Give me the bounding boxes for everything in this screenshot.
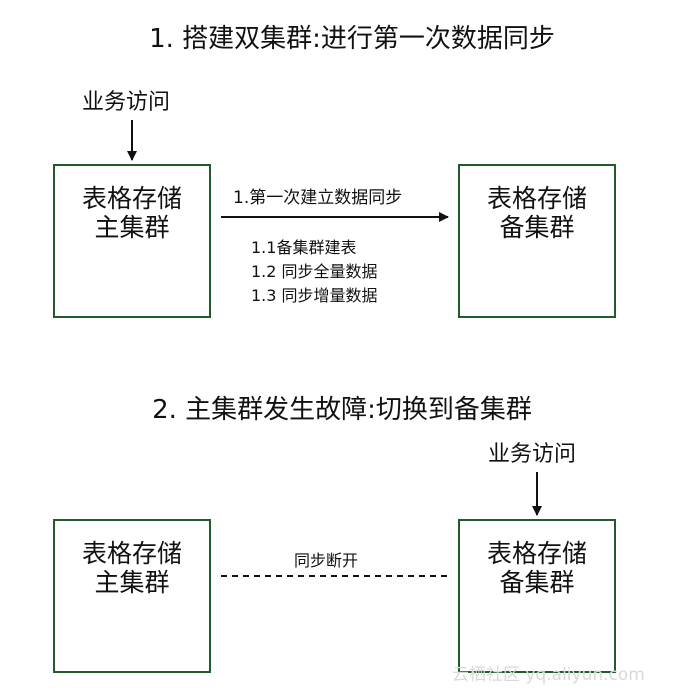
step-item: 1.1备集群建表 — [251, 238, 357, 257]
sync-broken-label: 同步断开 — [294, 551, 359, 570]
section1-title: 1. 搭建双集群:进行第一次数据同步 — [149, 24, 555, 54]
section1-primary-cluster-box: 表格存储 主集群 — [53, 164, 211, 318]
primary-box-line1: 表格存储 — [81, 539, 182, 568]
step-item: 1.2 同步全量数据 — [251, 262, 378, 281]
primary-box-line1: 表格存储 — [81, 184, 182, 213]
backup-box-line2: 备集群 — [499, 213, 575, 242]
primary-box-line2: 主集群 — [94, 213, 170, 242]
section1-backup-cluster-box: 表格存储 备集群 — [458, 164, 616, 318]
section2-access-label: 业务访问 — [488, 442, 577, 467]
backup-box-line2: 备集群 — [499, 568, 575, 597]
section2-title: 2. 主集群发生故障:切换到备集群 — [152, 395, 532, 425]
step-item: 1.3 同步增量数据 — [251, 286, 378, 305]
sync-arrow-label: 1.第一次建立数据同步 — [233, 188, 403, 208]
section2-primary-cluster-box: 表格存储 主集群 — [53, 519, 211, 673]
backup-box-line1: 表格存储 — [486, 184, 587, 213]
backup-box-line1: 表格存储 — [486, 539, 587, 568]
section1-access-label: 业务访问 — [82, 90, 171, 115]
primary-box-line2: 主集群 — [94, 568, 170, 597]
watermark: 云栖社区 yq.aliyun.com — [452, 665, 645, 685]
section2-backup-cluster-box: 表格存储 备集群 — [458, 519, 616, 673]
